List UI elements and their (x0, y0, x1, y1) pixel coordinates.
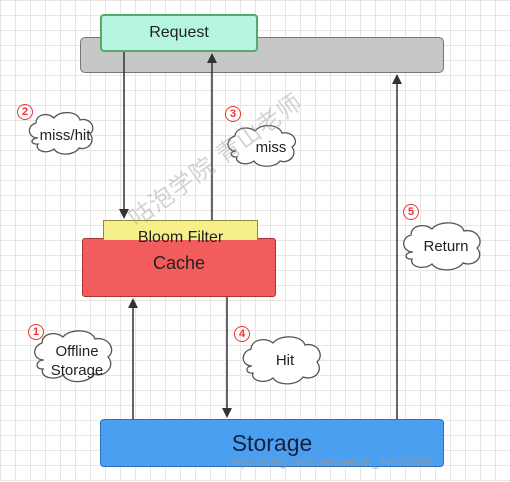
cache-box: Cache (82, 238, 276, 297)
step-number-4: 4 (234, 326, 250, 342)
step-number-2: 2 (17, 104, 33, 120)
storage-label: Storage (231, 429, 313, 456)
bloom-filter-label-front: Bloom Filter (137, 228, 224, 246)
cache-label: Cache (152, 253, 206, 273)
cloud-miss (227, 124, 297, 167)
edge-label-miss-hit: miss/hit (39, 127, 91, 144)
cloud-offline-storage (34, 330, 113, 383)
cloud-hit (242, 336, 321, 385)
cloud-return (403, 222, 481, 271)
edge-label-hit: Hit (275, 352, 295, 369)
edge-label-miss: miss (255, 139, 287, 156)
edge-label-return: Return (423, 238, 469, 255)
cloud-miss-hit (28, 111, 94, 155)
source-credit: https://blog.csdn.net/weixin_44875397 (228, 455, 433, 469)
step-number-3: 3 (225, 106, 241, 122)
edge-label-offline-storage: Offline Storage (38, 342, 116, 380)
edge-label-storage: Storage (50, 362, 104, 379)
storage-box: Storage (100, 419, 444, 467)
step-number-1: 1 (28, 324, 44, 340)
request-box: Request (100, 14, 258, 52)
step-number-5: 5 (403, 204, 419, 220)
edge-label-offline: Offline (55, 343, 99, 360)
request-label: Request (149, 24, 209, 41)
bloom-filter-box-front: Bloom Filter (103, 220, 258, 246)
